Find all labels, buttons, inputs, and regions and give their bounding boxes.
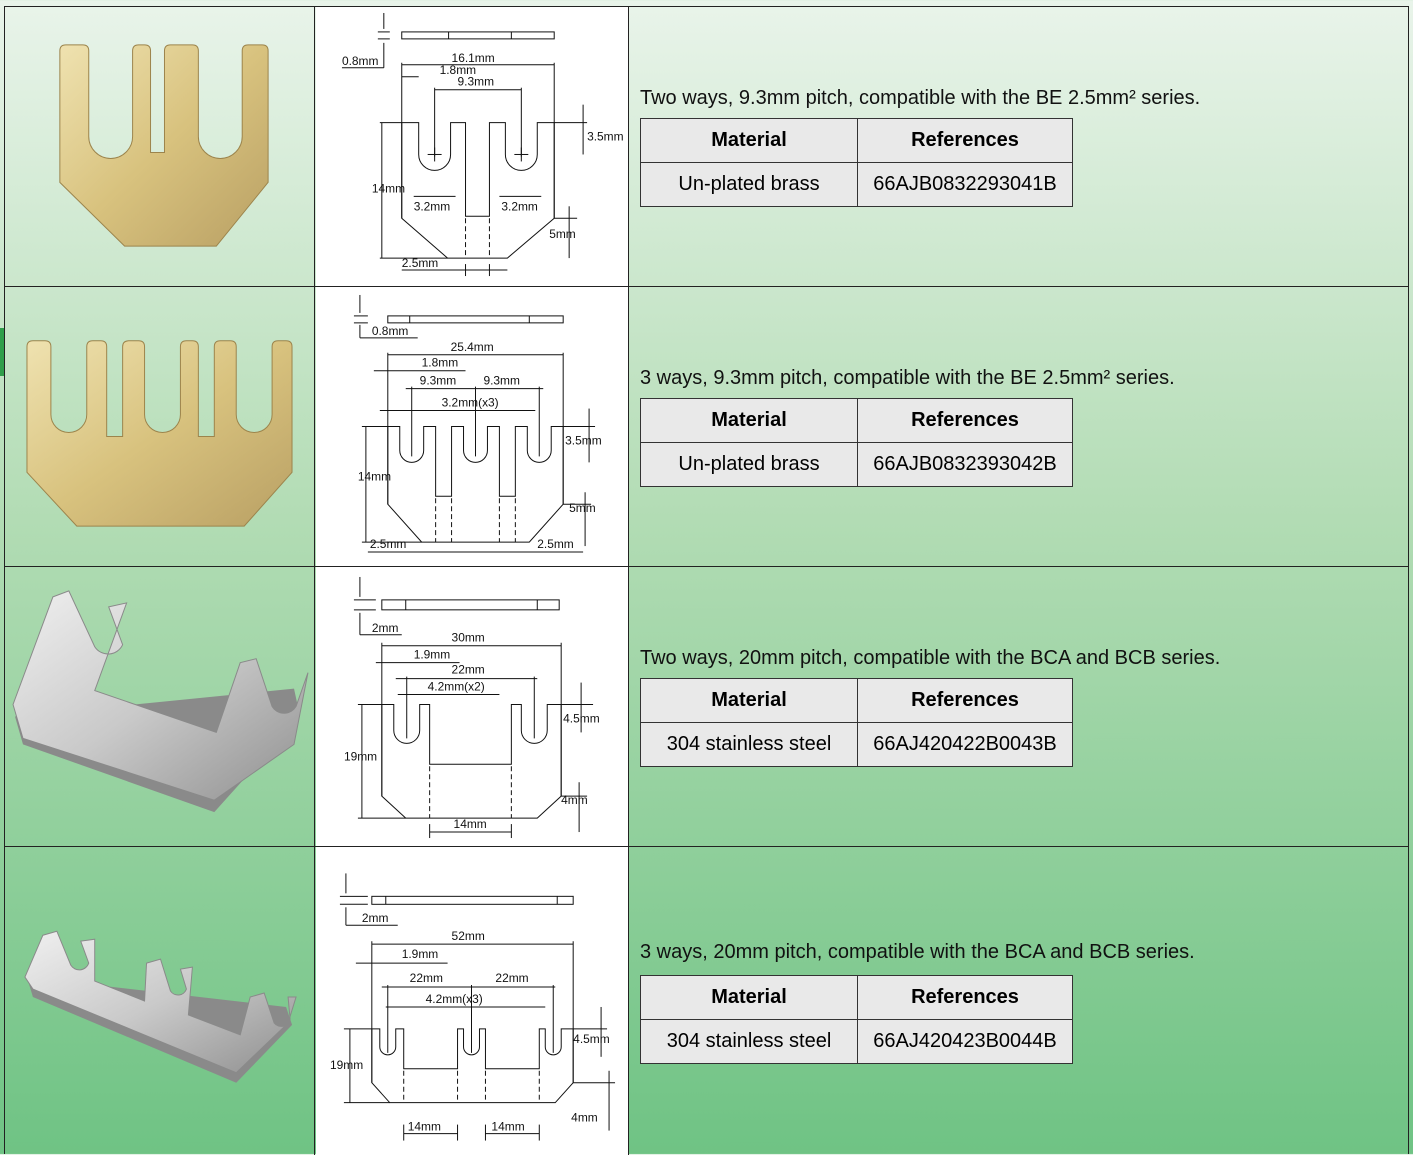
dimension-drawing-4: 2mm 52mm 1.9mm 22mm 22mm 4.2mm(x3) 4.5mm…	[330, 873, 616, 1141]
info-cell-1: Two ways, 9.3mm pitch, compatible with t…	[630, 7, 1408, 286]
header-references: References	[857, 678, 1073, 723]
product-description: Two ways, 9.3mm pitch, compatible with t…	[640, 87, 1201, 109]
photo-cell-4	[5, 847, 315, 1155]
dimension-drawing-3: 2mm 30mm 1.9mm 22mm 4.2mm(x2) 4.5mm 19mm…	[344, 576, 600, 839]
dim-pitch-a: 22mm	[410, 971, 443, 985]
dim-foot: 2.5mm	[402, 256, 439, 270]
dim-width: 16.1mm	[452, 51, 495, 65]
dim-bevel: 5mm	[549, 227, 576, 241]
dim-slot: 1.8mm	[440, 63, 477, 77]
reference-value: 66AJ420423B0044B	[857, 1019, 1073, 1064]
drawing-cell-4: 2mm 52mm 1.9mm 22mm 22mm 4.2mm(x3) 4.5mm…	[316, 847, 629, 1155]
dim-hole-depth: 3.5mm	[565, 433, 602, 447]
dim-thickness: 0.8mm	[372, 324, 409, 338]
dim-hole-depth: 4.5mm	[573, 1032, 610, 1046]
dim-slot: 1.9mm	[414, 648, 451, 662]
dim-hole-right: 3.2mm	[501, 199, 538, 213]
reference-value: 66AJ420422B0043B	[857, 722, 1073, 767]
dim-width: 52mm	[452, 929, 485, 943]
material-value: 304 stainless steel	[640, 1019, 858, 1064]
steel-three-way-bridge-photo	[24, 930, 297, 1083]
dim-thickness: 2mm	[362, 911, 389, 925]
dim-height: 19mm	[344, 749, 377, 763]
header-references: References	[857, 398, 1073, 443]
dim-pitch-b: 22mm	[495, 971, 528, 985]
reference-value: 66AJB0832293041B	[857, 162, 1073, 207]
dim-pitch: 9.3mm	[458, 75, 495, 89]
dim-bevel: 5mm	[569, 501, 596, 515]
header-material: Material	[640, 118, 858, 163]
dim-bevel: 4mm	[561, 793, 588, 807]
dim-hole-depth: 4.5mm	[563, 711, 600, 725]
dim-hole: 3.2mm(x3)	[442, 396, 499, 410]
dim-height: 14mm	[358, 469, 391, 483]
dim-hole: 4.2mm(x3)	[426, 992, 483, 1006]
product-row-1: 0.8mm 16.1mm 1.8mm 9.3mm 3.5mm 14mm 3.2m…	[5, 7, 1408, 287]
dim-hole: 4.2mm(x2)	[428, 680, 485, 694]
product-row-4: 2mm 52mm 1.9mm 22mm 22mm 4.2mm(x3) 4.5mm…	[5, 847, 1408, 1155]
dim-slot: 1.8mm	[422, 356, 459, 370]
steel-two-way-bridge-photo	[12, 590, 309, 813]
dim-pitch: 22mm	[452, 663, 485, 677]
info-cell-2: 3 ways, 9.3mm pitch, compatible with the…	[630, 287, 1408, 566]
product-row-2: 0.8mm 25.4mm 1.8mm 9.3mm 9.3mm 3.2mm(x3)…	[5, 287, 1408, 567]
photo-cell-1	[5, 7, 315, 286]
dim-height: 19mm	[330, 1058, 363, 1072]
product-description: 3 ways, 20mm pitch, compatible with the …	[640, 941, 1195, 963]
dim-hole-left: 3.2mm	[414, 199, 451, 213]
dim-slot: 1.9mm	[402, 947, 439, 961]
product-description: Two ways, 20mm pitch, compatible with th…	[640, 647, 1221, 669]
material-value: Un-plated brass	[640, 162, 858, 207]
dim-thickness: 0.8mm	[342, 54, 379, 68]
dimension-drawing-2: 0.8mm 25.4mm 1.8mm 9.3mm 9.3mm 3.2mm(x3)…	[353, 294, 602, 553]
brass-two-way-bridge-photo	[59, 44, 269, 247]
info-cell-4: 3 ways, 20mm pitch, compatible with the …	[630, 847, 1408, 1155]
product-table: 0.8mm 16.1mm 1.8mm 9.3mm 3.5mm 14mm 3.2m…	[4, 6, 1409, 1155]
dim-gap-b: 14mm	[491, 1120, 524, 1134]
header-material: Material	[640, 678, 858, 723]
dim-hole-depth: 3.5mm	[587, 130, 624, 144]
drawing-cell-1: 0.8mm 16.1mm 1.8mm 9.3mm 3.5mm 14mm 3.2m…	[316, 7, 629, 286]
dim-height: 14mm	[372, 181, 405, 195]
drawing-cell-2: 0.8mm 25.4mm 1.8mm 9.3mm 9.3mm 3.2mm(x3)…	[316, 287, 629, 566]
photo-cell-2	[5, 287, 315, 566]
dim-pitch-a: 9.3mm	[420, 374, 457, 388]
photo-cell-3	[5, 567, 315, 846]
dim-pitch-b: 9.3mm	[483, 374, 520, 388]
dim-gap-a: 14mm	[408, 1120, 441, 1134]
product-description: 3 ways, 9.3mm pitch, compatible with the…	[640, 367, 1175, 389]
dim-foot-right: 2.5mm	[537, 537, 574, 551]
dim-width: 30mm	[452, 631, 485, 645]
dim-width: 25.4mm	[451, 340, 494, 354]
header-material: Material	[640, 975, 858, 1020]
material-value: Un-plated brass	[640, 442, 858, 487]
info-cell-3: Two ways, 20mm pitch, compatible with th…	[630, 567, 1408, 846]
dimension-drawing-1: 0.8mm 16.1mm 1.8mm 9.3mm 3.5mm 14mm 3.2m…	[342, 12, 624, 277]
dim-gap: 14mm	[454, 817, 487, 831]
product-row-3: 2mm 30mm 1.9mm 22mm 4.2mm(x2) 4.5mm 19mm…	[5, 567, 1408, 847]
drawing-cell-3: 2mm 30mm 1.9mm 22mm 4.2mm(x2) 4.5mm 19mm…	[316, 567, 629, 846]
brass-three-way-bridge-photo	[26, 340, 293, 527]
reference-value: 66AJB0832393042B	[857, 442, 1073, 487]
dim-bevel: 4mm	[571, 1111, 598, 1125]
header-material: Material	[640, 398, 858, 443]
dim-thickness: 2mm	[372, 621, 399, 635]
material-value: 304 stainless steel	[640, 722, 858, 767]
header-references: References	[857, 975, 1073, 1020]
header-references: References	[857, 118, 1073, 163]
dim-foot-left: 2.5mm	[370, 537, 407, 551]
edge-marker	[0, 328, 4, 376]
